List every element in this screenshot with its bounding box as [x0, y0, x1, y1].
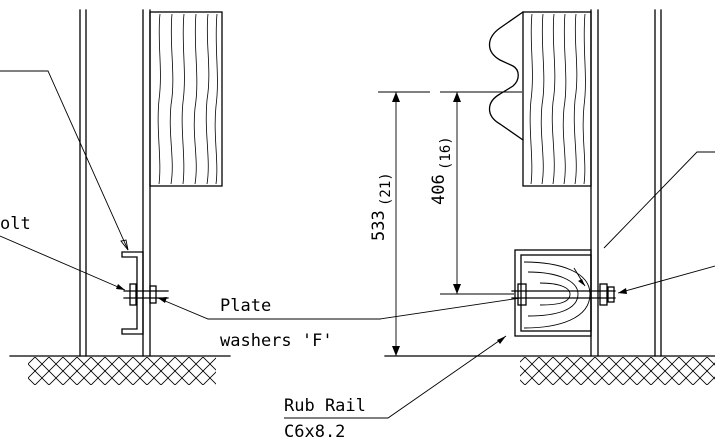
- left-channel-rub-rail: [121, 251, 144, 335]
- left-wood-blockout: [149, 11, 223, 187]
- right-channel-rub-rail: [514, 249, 592, 337]
- rub-rail-label-line1: Rub Rail: [284, 396, 366, 416]
- right-ground-hatch: [520, 357, 715, 385]
- right-post-detail: [284, 9, 715, 419]
- plate-washers-label-line1: Plate: [220, 296, 271, 316]
- rub-rail-leader: [284, 335, 507, 419]
- left-top-leader: [0, 70, 129, 251]
- dimension-406: [440, 91, 522, 295]
- plate-washers-label-line2: washers 'F': [220, 331, 333, 351]
- plate-washer-leader: [157, 297, 521, 320]
- dimension-533: [378, 91, 430, 356]
- left-bolt: [123, 283, 169, 306]
- dim-533-in: (21): [378, 172, 394, 206]
- bolt-leader: [0, 235, 126, 291]
- bolt-label-partial: olt: [0, 214, 31, 234]
- right-wood-blockout: [522, 11, 592, 187]
- dim-406-in: (16): [438, 136, 454, 170]
- right-upper-leader: [603, 151, 715, 249]
- dim-406-mm: 406: [429, 174, 449, 205]
- dim-533-mm: 533: [369, 210, 389, 241]
- right-bolt: [511, 283, 616, 306]
- right-post: [590, 9, 662, 357]
- rub-rail-label-line2: C6x8.2: [284, 422, 345, 442]
- left-post: [79, 9, 151, 357]
- left-ground-hatch: [28, 357, 216, 385]
- w-beam-rail-profile: [488, 11, 524, 141]
- left-post-detail: [0, 9, 521, 385]
- right-lower-leader: [617, 265, 715, 294]
